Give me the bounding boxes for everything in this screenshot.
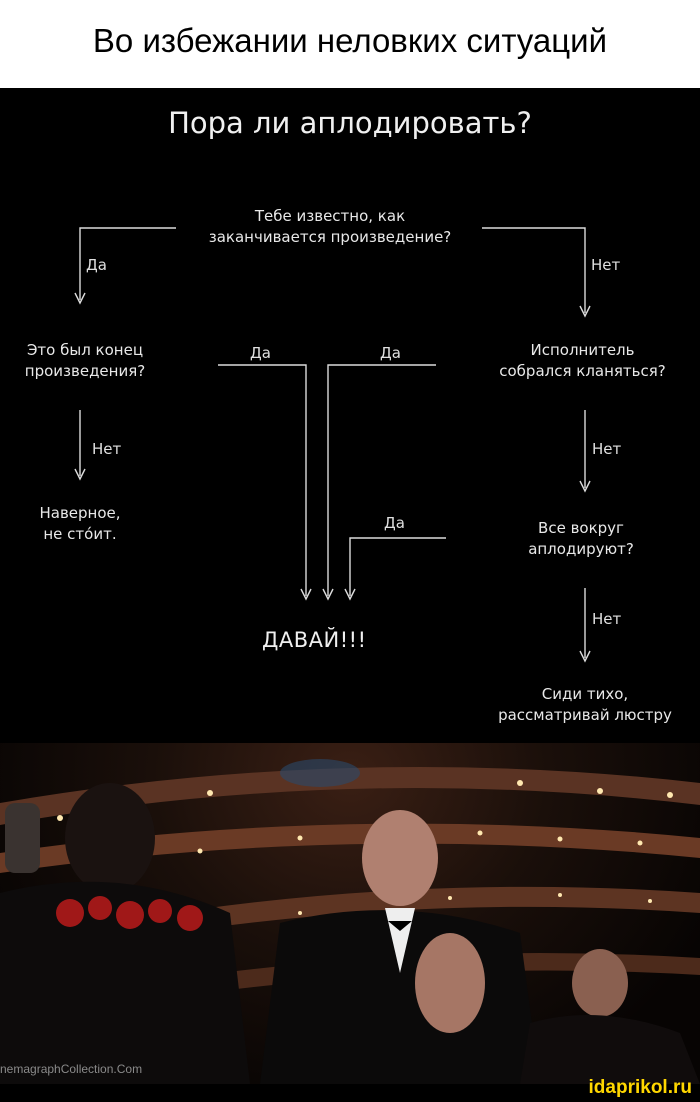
- node-sit-quietly-line1: Сиди тихо,: [541, 685, 629, 703]
- node-all-clap-line2: аплодируют?: [528, 540, 634, 558]
- connector-start-no: [482, 227, 586, 313]
- arrowhead-end-no: [74, 468, 86, 481]
- node-sit-quietly: Сиди тихо, рассматривай люстру: [480, 684, 690, 726]
- node-all-clap-line1: Все вокруг: [538, 519, 624, 537]
- node-bow-question-line2: собрался кланяться?: [499, 362, 666, 380]
- arrowhead-clap-no: [579, 650, 591, 663]
- connector-end-yes: [218, 364, 307, 596]
- arrowhead-start-yes: [74, 292, 86, 305]
- node-not-worth: Наверное, не стóит.: [15, 503, 145, 545]
- node-start-line2: заканчивается произведение?: [208, 228, 452, 246]
- connector-start-yes: [79, 227, 176, 300]
- edge-label-bow-no: Нет: [592, 440, 622, 458]
- arrowhead-clap-yes: [344, 588, 356, 601]
- edge-label-end-yes: Да: [250, 344, 271, 362]
- node-bow-question-line1: Исполнитель: [530, 341, 635, 359]
- node-start: Тебе известно, как заканчивается произве…: [180, 206, 480, 248]
- footer-bar: [0, 1084, 700, 1102]
- arrowhead-bow-no: [579, 480, 591, 493]
- edge-label-clap-yes: Да: [384, 514, 405, 532]
- flowchart-connectors: [74, 227, 591, 663]
- arrowhead-end-yes: [300, 588, 312, 601]
- edge-label-bow-yes: Да: [380, 344, 401, 362]
- node-end-question-line1: Это был конец: [26, 341, 144, 359]
- node-go: ДАВАЙ!!!: [262, 628, 367, 652]
- connector-bow-yes: [327, 364, 436, 596]
- arrowhead-start-no: [579, 305, 591, 318]
- theater-illustration: [0, 759, 700, 1084]
- arrowhead-bow-yes: [322, 588, 334, 601]
- node-end-question: Это был конец произведения?: [10, 340, 160, 382]
- caption-text: Во избежании неловких ситуаций: [92, 22, 608, 59]
- node-not-worth-line2: не стóит.: [43, 525, 117, 543]
- node-all-clap: Все вокруг аплодируют?: [496, 518, 666, 560]
- theater-audience-photo: [0, 743, 700, 1084]
- flowchart: Пора ли аплодировать?: [0, 88, 700, 743]
- node-start-line1: Тебе известно, как: [254, 207, 406, 225]
- edge-label-clap-no: Нет: [592, 610, 622, 628]
- node-not-worth-line1: Наверное,: [39, 504, 121, 522]
- node-end-question-line2: произведения?: [24, 362, 146, 380]
- node-bow-question: Исполнитель собрался кланяться?: [480, 340, 685, 382]
- flowchart-title: Пора ли аплодировать?: [168, 106, 532, 140]
- edge-label-end-no: Нет: [92, 440, 122, 458]
- edge-label-start-no: Нет: [591, 256, 621, 274]
- caption-bar: Во избежании неловких ситуаций: [0, 0, 700, 88]
- edge-label-start-yes: Да: [86, 256, 107, 274]
- connector-clap-yes: [349, 537, 446, 596]
- node-sit-quietly-line2: рассматривай люстру: [498, 706, 672, 724]
- watermark: nemagraphCollection.Com: [0, 1062, 143, 1076]
- brand-link[interactable]: idaprikol.ru: [588, 1077, 692, 1098]
